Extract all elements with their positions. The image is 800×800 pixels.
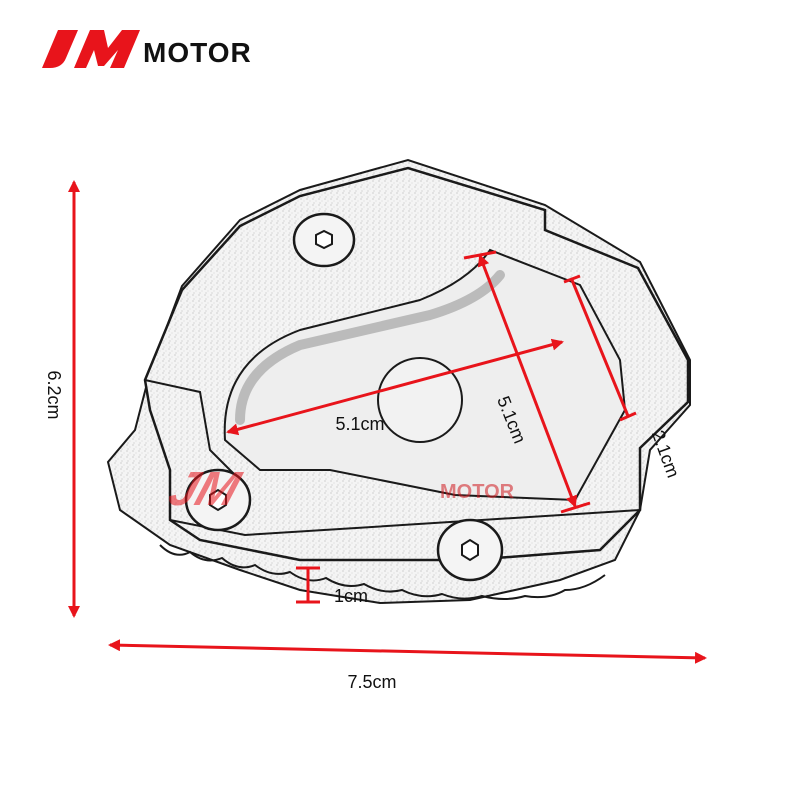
bolt-left xyxy=(184,468,252,532)
bolt-top xyxy=(292,212,356,268)
brand-logo: JM MOTOR xyxy=(42,30,252,68)
center-boss xyxy=(377,357,463,443)
thickness-label: 1cm xyxy=(334,586,368,606)
dimension-height: 6.2cm xyxy=(44,180,80,618)
hex-socket-icon xyxy=(209,488,227,512)
hex-socket-icon xyxy=(315,229,333,250)
plate-step xyxy=(169,509,641,537)
side-stand-plate xyxy=(106,158,691,605)
plate-lip xyxy=(144,379,241,481)
plate-ridges xyxy=(159,544,606,600)
watermark-word: MOTOR xyxy=(440,481,515,503)
bolt-bottom xyxy=(436,518,504,582)
dimension-thickness: 1cm xyxy=(296,566,368,606)
edge-label: 2.1cm xyxy=(648,427,684,480)
hex-socket-icon xyxy=(461,538,479,562)
inner-width-label: 5.1cm xyxy=(335,414,384,434)
width-label: 7.5cm xyxy=(347,672,396,692)
dimension-width: 7.5cm xyxy=(108,639,707,692)
height-label: 6.2cm xyxy=(44,370,64,419)
brand-word: MOTOR xyxy=(143,37,252,68)
brand-mark-icon xyxy=(42,30,140,68)
